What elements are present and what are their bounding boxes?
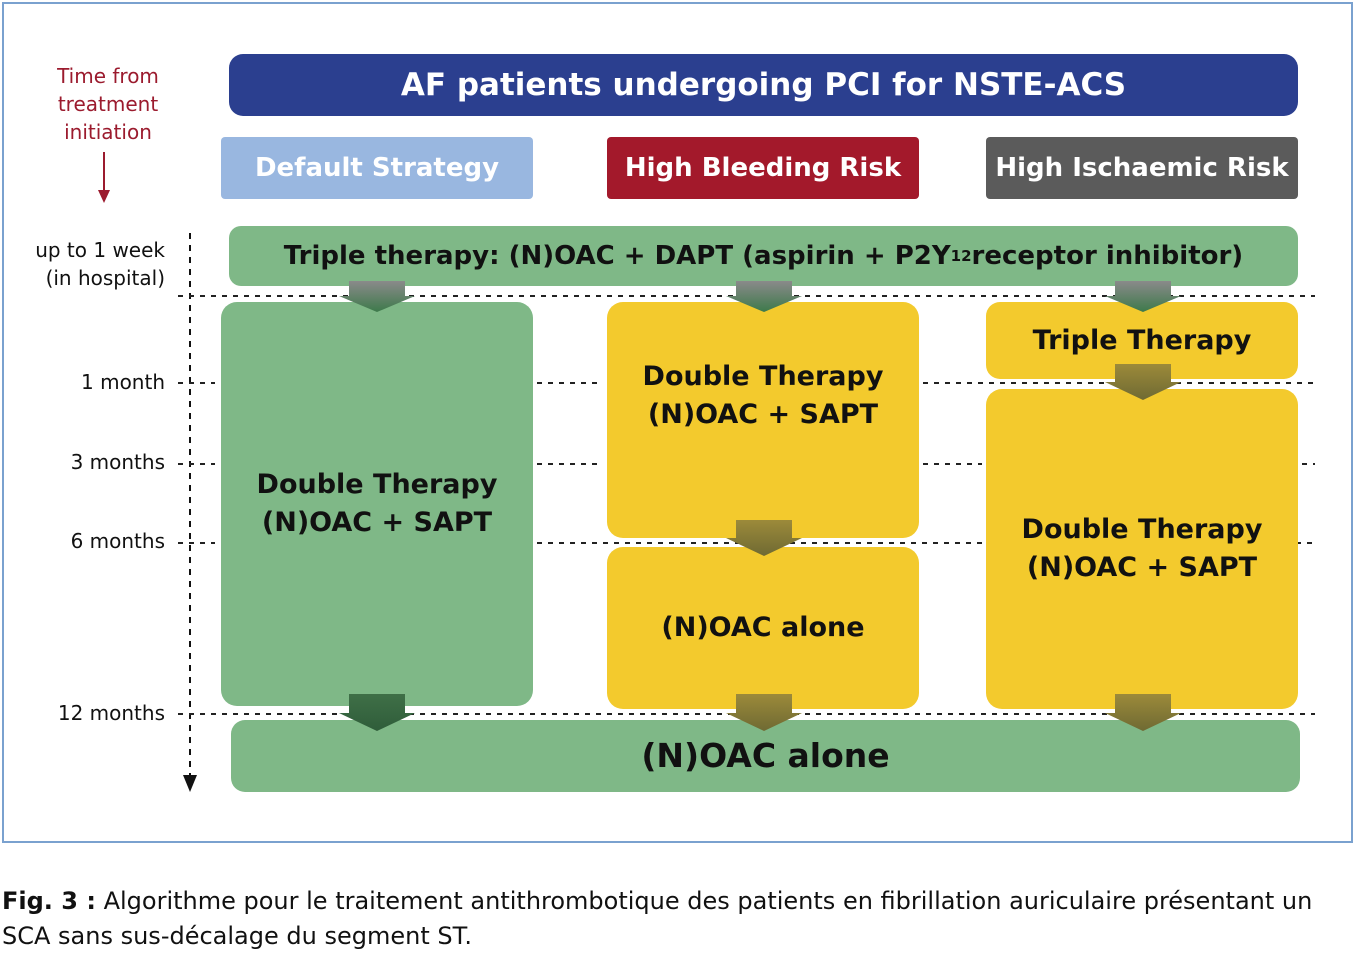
figure-frame — [2, 2, 1353, 843]
ischaemic-bottom-line1: Double Therapy — [1021, 514, 1263, 546]
bleeding-top-line2: (N)OAC + SAPT — [647, 399, 879, 430]
time-axis-arrowhead — [183, 775, 197, 792]
default-box-line1: Double Therapy — [256, 469, 498, 501]
diagram-title: AF patients undergoing PCI for NSTE-ACS — [229, 54, 1298, 116]
final-noac-alone-bar: (N)OAC alone — [231, 720, 1300, 792]
time-label-3months: 3 months — [70, 450, 165, 474]
time-title-arrowhead — [98, 190, 110, 203]
arrow-bleeding-double-to-alone — [726, 520, 802, 556]
time-label-week: up to 1 week (in hospital) — [5, 236, 165, 292]
figure-caption: Fig. 3 : Algorithme pour le traitement a… — [2, 884, 1359, 954]
time-label-week-main: up to 1 week — [35, 238, 165, 262]
bleeding-top-line1: Double Therapy — [642, 361, 884, 393]
time-axis-title: Time from treatment initiation — [57, 64, 159, 144]
time-label-12months: 12 months — [57, 701, 165, 725]
arrow-triple-to-ischaemic — [1105, 281, 1181, 312]
bleeding-noac-alone-box: (N)OAC alone — [607, 547, 919, 709]
arrow-default-to-final — [339, 694, 415, 731]
ischaemic-bottom-line2: (N)OAC + SAPT — [1026, 552, 1258, 583]
time-label-1month: 1 month — [81, 370, 165, 394]
time-label-week-sub: (in hospital) — [45, 266, 165, 290]
caption-label: Fig. 3 : — [2, 887, 96, 915]
arrow-triple-to-bleeding — [726, 281, 802, 312]
default-double-therapy-box: Double Therapy (N)OAC + SAPT — [221, 302, 533, 706]
arrow-ischaemic-to-final — [1105, 694, 1181, 731]
triple-bar-prefix: Triple therapy: (N)OAC + DAPT (aspirin +… — [283, 240, 951, 271]
caption-text: Algorithme pour le traitement antithromb… — [2, 887, 1313, 950]
time-label-6months: 6 months — [70, 529, 165, 553]
triple-bar-suffix: receptor inhibitor) — [971, 240, 1244, 271]
bleeding-double-therapy-box: Double Therapy (N)OAC + SAPT — [607, 302, 919, 538]
triple-bar-subscript: 12 — [950, 246, 972, 265]
arrow-triple-to-default — [339, 281, 415, 312]
ischaemic-double-therapy-box: Double Therapy (N)OAC + SAPT — [986, 389, 1298, 709]
header-high-bleeding-risk: High Bleeding Risk — [607, 137, 919, 199]
triple-therapy-bar: Triple therapy: (N)OAC + DAPT (aspirin +… — [229, 226, 1298, 286]
header-default-strategy: Default Strategy — [221, 137, 533, 199]
default-box-line2: (N)OAC + SAPT — [261, 507, 493, 538]
arrow-bleeding-to-final — [726, 694, 802, 731]
arrow-ischaemic-triple-to-double — [1105, 364, 1181, 400]
header-high-ischaemic-risk: High Ischaemic Risk — [986, 137, 1298, 199]
